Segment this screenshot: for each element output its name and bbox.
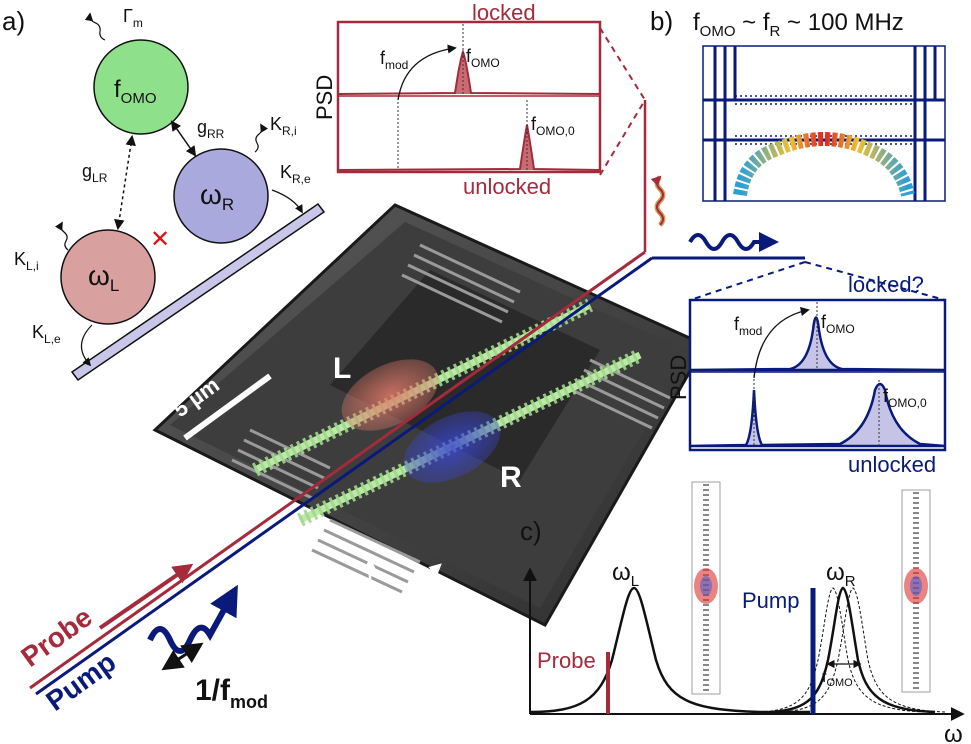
axis-z: z bbox=[343, 571, 355, 598]
probe-line-label: Probe bbox=[537, 648, 596, 673]
label-R: R bbox=[500, 461, 522, 494]
zoom-connector-red bbox=[599, 27, 646, 176]
g-rr-arrow bbox=[170, 120, 197, 157]
mode-R-highlight bbox=[403, 411, 501, 483]
axis-x: x bbox=[440, 584, 452, 611]
svg-text:gRR: gRR bbox=[197, 117, 225, 141]
svg-text:fOMO: fOMO bbox=[466, 46, 500, 70]
lorentzian-L bbox=[529, 586, 810, 714]
svg-text:KL,i: KL,i bbox=[14, 249, 39, 273]
svg-text:KR,e: KR,e bbox=[280, 162, 311, 186]
panel-a-label: a) bbox=[2, 6, 25, 36]
probe-beam bbox=[29, 100, 647, 690]
red-psd-axis-label: PSD bbox=[312, 75, 337, 120]
axis-y: y bbox=[282, 591, 294, 618]
label-L: L bbox=[333, 352, 351, 385]
svg-text:fOMO,0: fOMO,0 bbox=[531, 114, 575, 138]
panel-b-title: fOMO ~ fR ~ 100 MHz bbox=[693, 9, 904, 40]
svg-text:ωL: ωL bbox=[88, 260, 119, 295]
panel-a: a) fOMO ωR ωL ✕ gRR gLR Γm KR,i KR,e KL,… bbox=[2, 6, 326, 382]
g-lr-arrow bbox=[114, 134, 136, 231]
blue-unlocked-label: unlocked bbox=[848, 452, 936, 477]
svg-text:Γm: Γm bbox=[123, 6, 143, 30]
red-psd-panel: locked PSD fmod fOMO fOMO,0 unlocked bbox=[312, 0, 602, 199]
svg-text:fmod: fmod bbox=[380, 48, 408, 72]
svg-text:ωL: ωL bbox=[612, 559, 639, 590]
pump-beam bbox=[35, 256, 805, 696]
scale-bar bbox=[183, 373, 272, 441]
lorentzian-R-shift-right bbox=[779, 587, 946, 713]
zoom-connector-blue bbox=[689, 261, 946, 301]
svg-text:KR,i: KR,i bbox=[270, 114, 297, 138]
panel-b-label: b) bbox=[650, 6, 673, 36]
xyz-axes bbox=[297, 557, 442, 630]
probe-arrow bbox=[98, 563, 194, 630]
blue-locked-label: locked? bbox=[848, 272, 924, 297]
svg-text:fOMO: fOMO bbox=[822, 669, 853, 689]
bus-waveguide bbox=[70, 202, 326, 382]
inv-fmod-label: 1/fmod bbox=[195, 674, 268, 712]
cross-mark: ✕ bbox=[150, 226, 170, 253]
cavity-L-image bbox=[691, 481, 721, 695]
blue-wavy-signal bbox=[688, 232, 779, 252]
cavity-R-image bbox=[901, 489, 931, 693]
mode-L-highlight bbox=[341, 359, 439, 431]
blue-psd-axis-label: PSD bbox=[666, 355, 691, 400]
mechanical-mode-shape bbox=[733, 132, 915, 197]
panel-c: c) ω ωL ωR Pump Probe fOM bbox=[520, 481, 965, 744]
pump-line-label: Pump bbox=[742, 588, 799, 613]
omo-node bbox=[93, 39, 189, 135]
svg-text:fOMO,0: fOMO,0 bbox=[883, 386, 927, 410]
red-unlocked-label: unlocked bbox=[463, 174, 551, 199]
mod-double-arrow bbox=[161, 642, 204, 671]
svg-text:ωR: ωR bbox=[826, 559, 856, 590]
panel-c-label: c) bbox=[520, 516, 542, 546]
pump-wavy bbox=[147, 584, 238, 654]
lorentzian-R-shift-left bbox=[759, 587, 926, 713]
svg-text:KL,e: KL,e bbox=[32, 322, 61, 346]
omega-r-node bbox=[173, 148, 269, 244]
svg-text:fmod: fmod bbox=[734, 314, 762, 338]
svg-text:ωR: ωR bbox=[200, 179, 234, 214]
panel-c-omega-axis: ω bbox=[944, 721, 963, 744]
svg-text:gLR: gLR bbox=[82, 161, 108, 185]
lorentzian-R bbox=[769, 586, 936, 714]
blue-psd-panel: locked? PSD fmod fOMO fOMO,0 unlocked bbox=[666, 272, 947, 477]
omega-l-node bbox=[60, 229, 156, 325]
svg-text:fOMO: fOMO bbox=[821, 312, 855, 336]
panel-b: b) fOMO ~ fR ~ 100 MHz bbox=[650, 6, 946, 202]
svg-text:fOMO: fOMO bbox=[114, 76, 157, 107]
